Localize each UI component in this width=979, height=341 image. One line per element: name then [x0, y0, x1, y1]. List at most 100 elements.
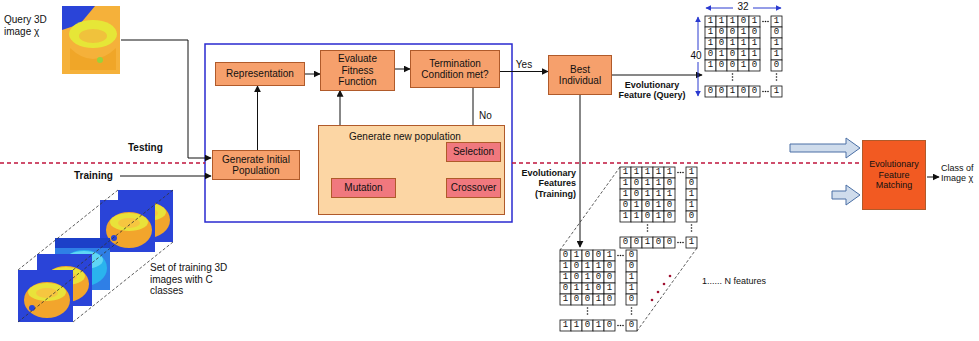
ellipsis-dot: [691, 230, 693, 232]
flow-arrow: [395, 69, 410, 70]
ellipsis-dot: [622, 255, 624, 257]
phase-label: Training: [74, 170, 113, 182]
matrix-cell-text: 0: [689, 211, 700, 222]
matrix-cell-text: 0: [689, 178, 700, 189]
training-arrow: [120, 176, 211, 177]
node-text: Termination Condition met?: [411, 56, 499, 83]
ellipsis-dot: [767, 91, 769, 93]
matrix-cell-text: 10111: [623, 189, 678, 200]
dimension-label: 40: [688, 50, 704, 62]
flow-arrow: [305, 74, 320, 75]
feature-stack-depth: [560, 167, 697, 331]
ellipsis-dot: [776, 76, 778, 78]
ga-loop-frame: [205, 44, 512, 222]
training-feature-arrow: [580, 95, 581, 247]
matrix-cell-text: 1: [629, 272, 640, 283]
matrix-cell-text: 11101: [708, 16, 763, 27]
matrix-cell-text: 10010: [708, 27, 763, 38]
flow-arrow: [257, 86, 258, 150]
ellipsis-dot: [765, 91, 767, 93]
process-box: Generate Initial Population: [212, 150, 300, 180]
result-box: Best Individual: [548, 55, 612, 95]
matrix-cell-text: 0: [629, 294, 640, 305]
matrix-cell-text: 1: [689, 167, 700, 178]
matrix-cell-text: 00100: [623, 237, 678, 248]
matrix-cell-text: 0: [629, 250, 640, 261]
flow-arrow: [500, 71, 548, 72]
matrix-cell-text: 1: [774, 86, 785, 97]
matrix-cell-text: 10100: [563, 272, 618, 283]
output-arrow: [927, 177, 939, 178]
ellipsis-dot: [587, 307, 589, 309]
matrix-cell-text: 11010: [623, 211, 678, 222]
matrix-cell-text: 1: [689, 189, 700, 200]
matrix-cell-text: 0: [774, 60, 785, 71]
phase-label: Testing: [128, 142, 163, 154]
matrix-cell-text: 0: [774, 27, 785, 38]
matrix-cell-text: 01011: [708, 49, 763, 60]
matrix-cell-text: 1: [689, 200, 700, 211]
ellipsis-dot: [631, 307, 633, 309]
ellipsis-dot: [647, 227, 649, 229]
ellipsis-dot: [691, 227, 693, 229]
node-text: Generate Initial Population: [213, 152, 299, 179]
matrix-cell-text: 1: [774, 49, 785, 60]
ellipsis-dot: [776, 73, 778, 75]
ellipsis-dot: [620, 325, 622, 327]
group-box: Generate new populationSelectionCrossove…: [318, 125, 505, 215]
training-to-matching-arrow: [832, 185, 860, 205]
ellipsis-dot: [622, 325, 624, 327]
ellipsis-dot: [680, 242, 682, 244]
image-set-caption: Set of training 3D images with C classes: [150, 262, 240, 297]
matrix-cell-text: 01101: [563, 283, 618, 294]
ellipsis-dot: [647, 230, 649, 232]
testing-arrow: [121, 40, 211, 158]
feature-label: Evolutionary Features (Training): [512, 168, 576, 199]
ellipsis-dot: [587, 313, 589, 315]
feature-count-label: 1...... N features: [702, 276, 798, 286]
node-text: Representation: [223, 66, 297, 82]
ellipsis-dot: [647, 224, 649, 226]
dimension-label: 32: [733, 1, 753, 13]
matrix-cell-text: 0: [629, 320, 640, 331]
node-text: Selection: [450, 144, 497, 160]
ellipsis-dot: [691, 224, 693, 226]
ellipsis-dot: [732, 79, 734, 81]
ellipsis-dot: [732, 76, 734, 78]
node-text: Evolutionary Feature Matching: [863, 157, 925, 192]
matrix-cell-text: 10110: [623, 178, 678, 189]
ellipsis-dot: [680, 172, 682, 174]
ellipsis-dot: [631, 310, 633, 312]
process-box: Representation: [215, 62, 305, 86]
decision-box: Termination Condition met?: [410, 50, 500, 88]
ellipsis-dot: [620, 255, 622, 257]
ellipsis-dot: [732, 73, 734, 75]
ellipsis-dot: [767, 21, 769, 23]
matrix-cell-text: 1: [689, 237, 700, 248]
matrix-cell-text: 01001: [563, 250, 618, 261]
query-feature-arrow: [612, 75, 702, 76]
matching-box: Evolutionary Feature Matching: [862, 140, 926, 210]
image-caption: Query 3D image χ: [4, 14, 58, 37]
node-text: Mutation: [341, 180, 385, 196]
matrix-cell-text: 11111: [623, 167, 678, 178]
matrix-cell-text: 01010: [623, 200, 678, 211]
matrix-cell-text: 11010: [563, 320, 618, 331]
ellipsis-dot: [682, 172, 684, 174]
matrix-cell-text: 10010: [708, 60, 763, 71]
process-box: Evaluate Fitness Function: [320, 50, 395, 91]
node-text: Crossover: [448, 180, 500, 196]
matrix-cell-text: 10010: [563, 294, 618, 305]
stack-dots: [651, 275, 672, 302]
ellipsis-dot: [765, 21, 767, 23]
edge-label: Yes: [514, 59, 534, 70]
matrix-cell-text: 1: [774, 16, 785, 27]
matrix-cell-text: 1: [629, 283, 640, 294]
ellipsis-dot: [587, 310, 589, 312]
matrix-cell-text: 10110: [563, 261, 618, 272]
operator-box: Mutation: [331, 178, 396, 198]
matrix-cell-text: 00100: [708, 86, 763, 97]
node-text: Evaluate Fitness Function: [321, 51, 394, 90]
ellipsis-dot: [631, 313, 633, 315]
ellipsis-dot: [776, 79, 778, 81]
